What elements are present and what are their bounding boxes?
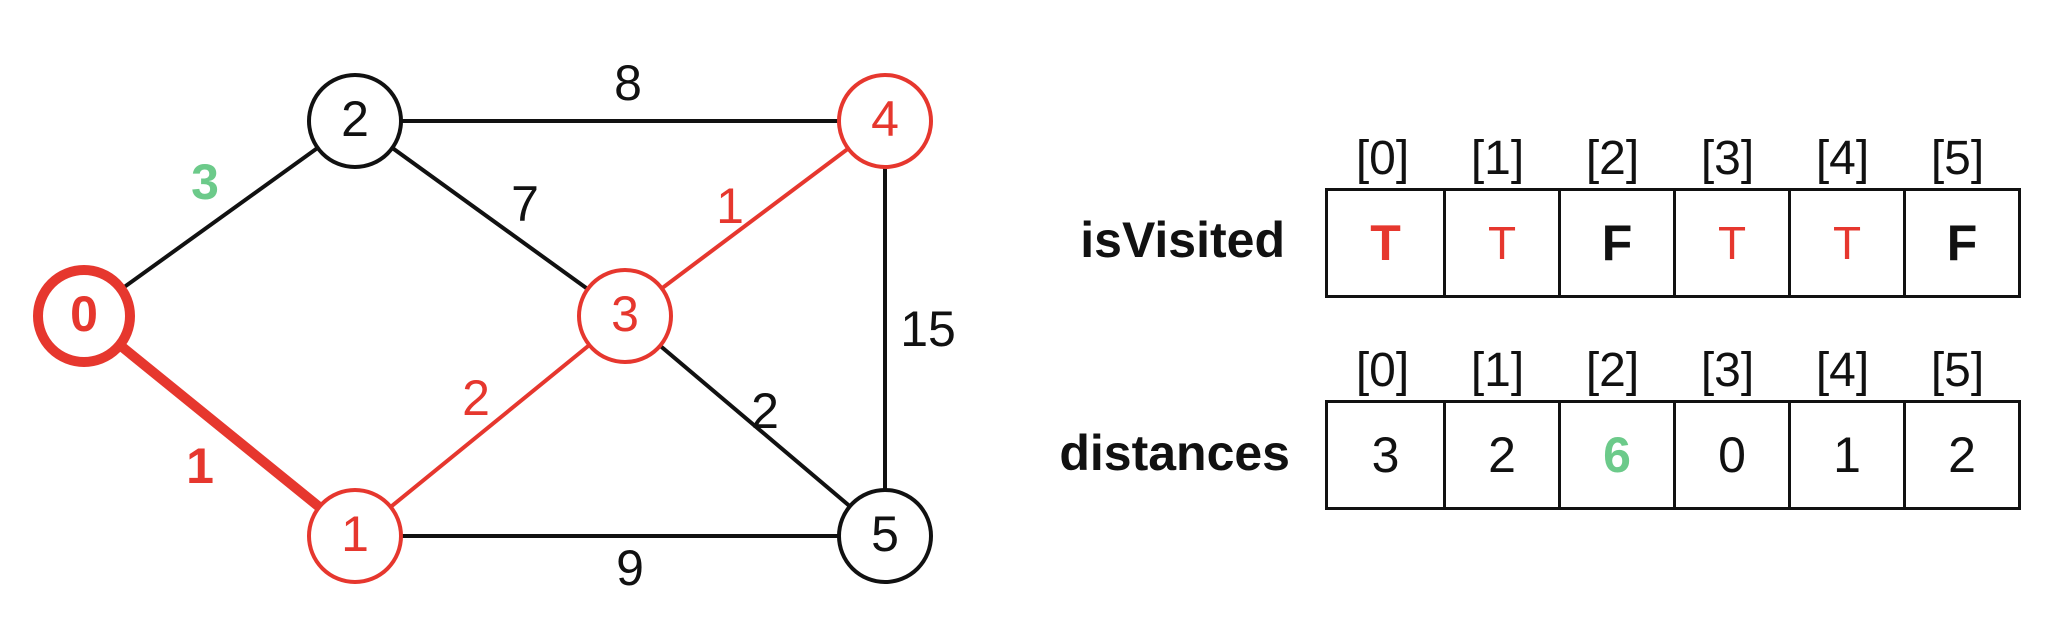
node-2: 2 (307, 73, 403, 169)
edge-weight-2-4: 8 (614, 55, 642, 111)
distances-cell-2: 6 (1558, 403, 1673, 507)
distances-cell-4: 1 (1788, 403, 1903, 507)
edge-weight-1-3: 2 (462, 370, 490, 426)
graph-diagram: 3 1 8 7 1 2 2 9 15 0 1 2 3 4 5 (33, 55, 956, 596)
node-4-circle (837, 73, 933, 169)
node-0-label: 0 (70, 286, 98, 342)
node-4: 4 (837, 73, 933, 169)
node-3: 3 (577, 268, 673, 364)
isvisited-index-3: [3] (1700, 132, 1755, 185)
distances-index-row: [0] [1] [2] [3] [4] [5] (1325, 346, 2015, 396)
node-3-circle (577, 268, 673, 364)
distances-label: distances (1059, 425, 1290, 481)
node-0: 0 (33, 265, 135, 367)
isvisited-index-5: [5] (1930, 132, 1985, 185)
distances-cell-1: 2 (1443, 403, 1558, 507)
graph-nodes: 0 1 2 3 4 5 (33, 73, 933, 584)
isvisited-label: isVisited (1080, 212, 1285, 268)
node-1-circle (307, 488, 403, 584)
isvisited-index-2: [2] (1585, 132, 1640, 185)
edge-3-4 (623, 119, 887, 318)
edge-0-2 (82, 119, 357, 318)
isvisited-cell-3: T (1673, 191, 1788, 295)
edge-3-5 (623, 314, 887, 538)
node-1: 1 (307, 488, 403, 584)
graph-edges (80, 119, 887, 540)
node-2-circle (307, 73, 403, 169)
isvisited-cell-5: F (1903, 191, 2018, 295)
edge-weight-2-3: 7 (511, 176, 539, 232)
node-5-label: 5 (871, 506, 899, 562)
distances-index-0: [0] (1355, 344, 1410, 397)
isvisited-cell-1: T (1443, 191, 1558, 295)
distances-array: 3 2 6 0 1 2 (1325, 400, 2021, 510)
isvisited-cell-2: F (1558, 191, 1673, 295)
distances-index-4: [4] (1815, 344, 1870, 397)
edge-1-3 (353, 314, 627, 538)
isvisited-index-row: [0] [1] [2] [3] [4] [5] (1325, 134, 2015, 184)
distances-cell-0: 3 (1371, 427, 1400, 483)
isvisited-cell-0: T (1370, 215, 1401, 271)
isvisited-cell-4: T (1788, 191, 1903, 295)
node-5: 5 (837, 488, 933, 584)
edge-2-3 (353, 119, 627, 318)
isvisited-index-4: [4] (1815, 132, 1870, 185)
node-4-label: 4 (871, 91, 899, 147)
isvisited-index-1: [1] (1470, 132, 1525, 185)
edge-weight-0-1: 1 (186, 438, 214, 494)
distances-index-1: [1] (1470, 344, 1525, 397)
node-5-circle (837, 488, 933, 584)
isvisited-array: T T F T T F (1325, 188, 2021, 298)
edge-weight-1-5: 9 (616, 540, 644, 596)
edge-weight-4-5: 15 (900, 301, 956, 357)
edge-0-1 (80, 312, 359, 540)
distances-index-3: [3] (1700, 344, 1755, 397)
node-2-label: 2 (341, 91, 369, 147)
edge-weight-3-5: 2 (751, 383, 779, 439)
node-0-circle (33, 265, 135, 367)
distances-index-2: [2] (1585, 344, 1640, 397)
distances-cell-5: 2 (1903, 403, 2018, 507)
edge-weight-0-2: 3 (191, 154, 219, 210)
distances-index-5: [5] (1930, 344, 1985, 397)
isvisited-index-0: [0] (1355, 132, 1410, 185)
node-3-label: 3 (611, 286, 639, 342)
node-1-label: 1 (341, 506, 369, 562)
edge-weight-3-4: 1 (716, 178, 744, 234)
distances-cell-3: 0 (1673, 403, 1788, 507)
